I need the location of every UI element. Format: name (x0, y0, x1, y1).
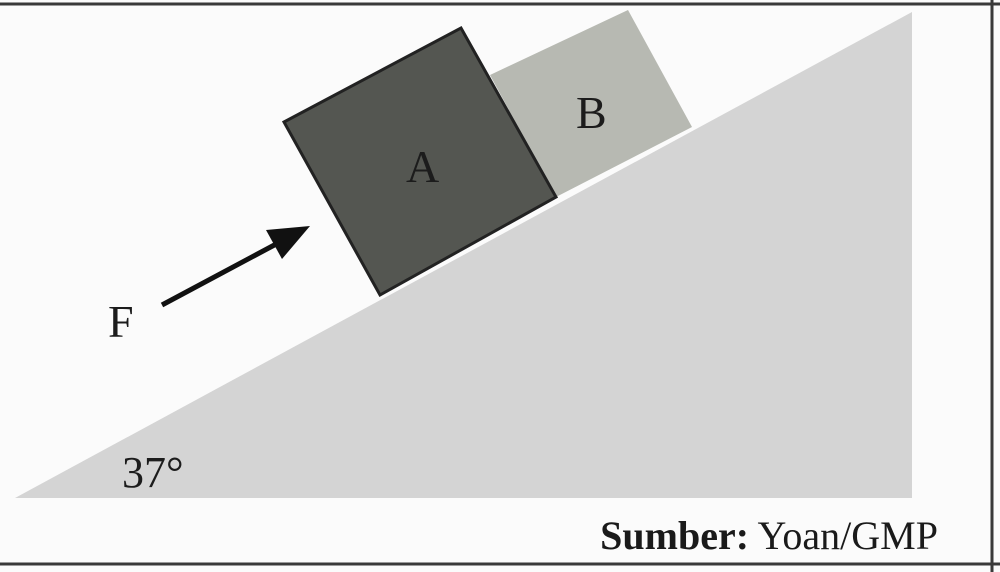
force-label: F (108, 296, 134, 347)
force-arrow-shaft (160, 239, 282, 308)
inclined-plane (15, 12, 912, 498)
block-b-label: B (576, 87, 607, 138)
block-a (281, 25, 559, 298)
block-b (490, 10, 692, 197)
angle-label: 37° (122, 448, 184, 497)
source-credit-name: Yoan/GMP (757, 513, 938, 558)
source-credit: Sumber: Yoan/GMP (600, 512, 938, 559)
force-arrow-head (266, 226, 310, 259)
source-prefix: Sumber: (600, 513, 750, 558)
block-a-label: A (406, 141, 439, 192)
